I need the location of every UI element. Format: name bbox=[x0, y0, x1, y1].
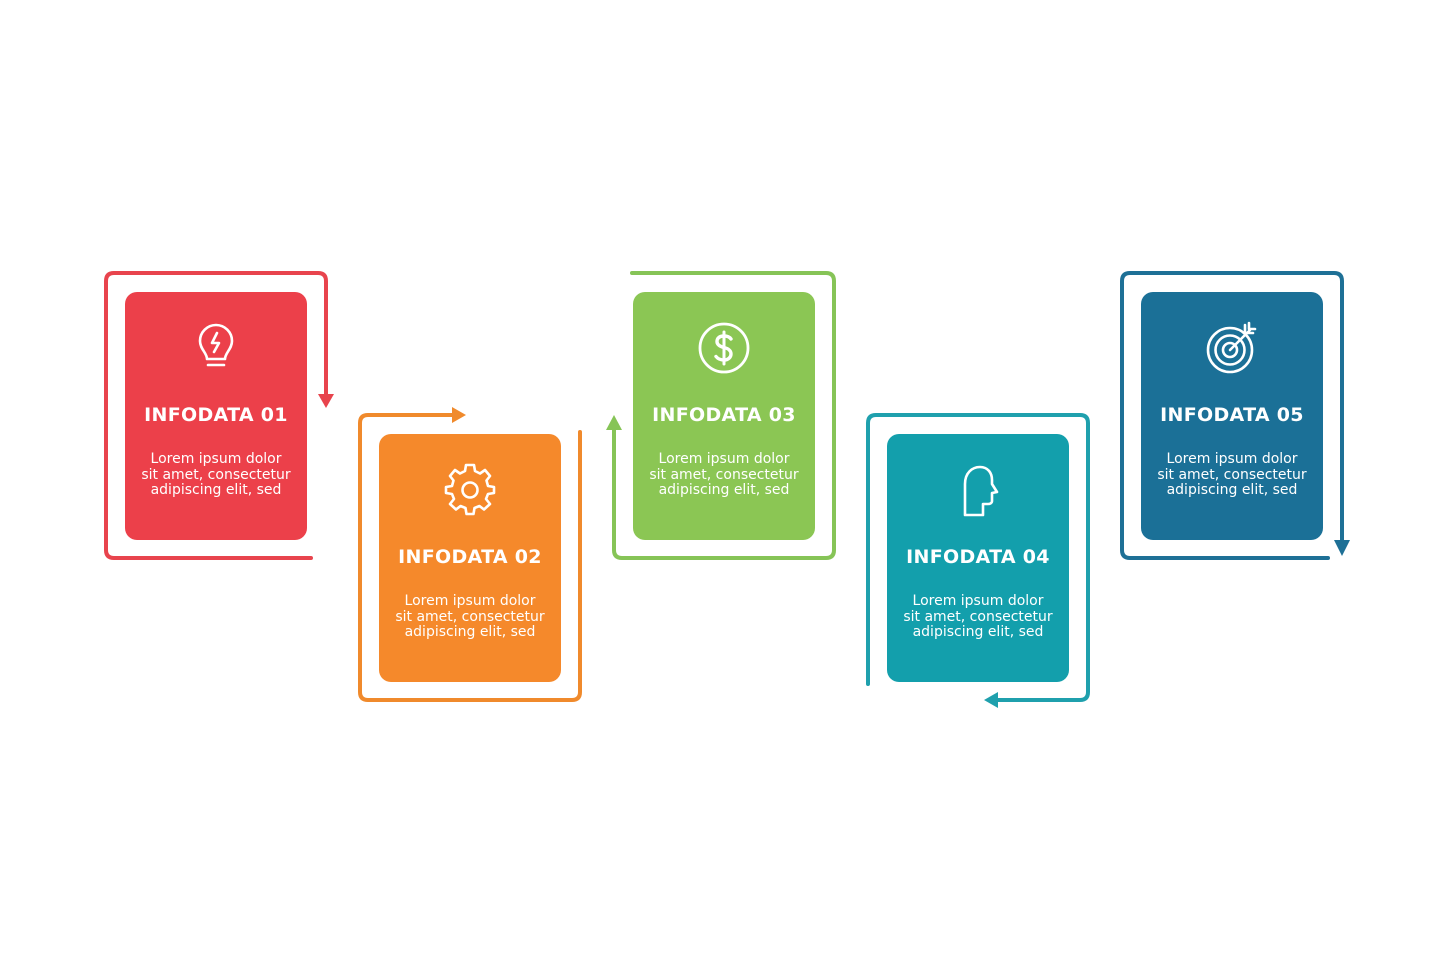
step-description: Lorem ipsum dolor sit amet, consectetur … bbox=[395, 593, 545, 640]
step-card-1: INFODATA 01 Lorem ipsum dolor sit amet, … bbox=[125, 292, 307, 540]
arrow-right-icon bbox=[452, 407, 466, 423]
step-description: Lorem ipsum dolor sit amet, consectetur … bbox=[141, 451, 291, 498]
step-description: Lorem ipsum dolor sit amet, consectetur … bbox=[1157, 451, 1307, 498]
dollar-icon bbox=[698, 322, 750, 374]
step-card-5: INFODATA 05 Lorem ipsum dolor sit amet, … bbox=[1141, 292, 1323, 540]
step-title: INFODATA 02 bbox=[398, 546, 542, 568]
step-card-4: INFODATA 04 Lorem ipsum dolor sit amet, … bbox=[887, 434, 1069, 682]
frame-step-1 bbox=[104, 271, 334, 560]
step-title: INFODATA 03 bbox=[652, 404, 796, 426]
step-description: Lorem ipsum dolor sit amet, consectetur … bbox=[649, 451, 799, 498]
frame-step-5 bbox=[1120, 271, 1350, 560]
step-card-3: INFODATA 03 Lorem ipsum dolor sit amet, … bbox=[633, 292, 815, 540]
frame-step-2 bbox=[358, 407, 582, 702]
arrow-up-icon bbox=[606, 415, 622, 430]
arrow-left-icon bbox=[984, 692, 998, 708]
head-icon bbox=[963, 465, 999, 517]
step-title: INFODATA 05 bbox=[1160, 404, 1304, 426]
gear-icon bbox=[444, 463, 496, 516]
arrow-down-icon bbox=[1334, 540, 1350, 556]
frame-step-4 bbox=[866, 413, 1090, 708]
step-title: INFODATA 04 bbox=[906, 546, 1050, 568]
frame-step-3 bbox=[606, 271, 836, 560]
step-title: INFODATA 01 bbox=[144, 404, 288, 426]
target-icon bbox=[1206, 321, 1257, 374]
step-card-2: INFODATA 02 Lorem ipsum dolor sit amet, … bbox=[379, 434, 561, 682]
arrow-down-icon bbox=[318, 394, 334, 408]
lightbulb-icon bbox=[198, 323, 234, 367]
step-description: Lorem ipsum dolor sit amet, consectetur … bbox=[903, 593, 1053, 640]
